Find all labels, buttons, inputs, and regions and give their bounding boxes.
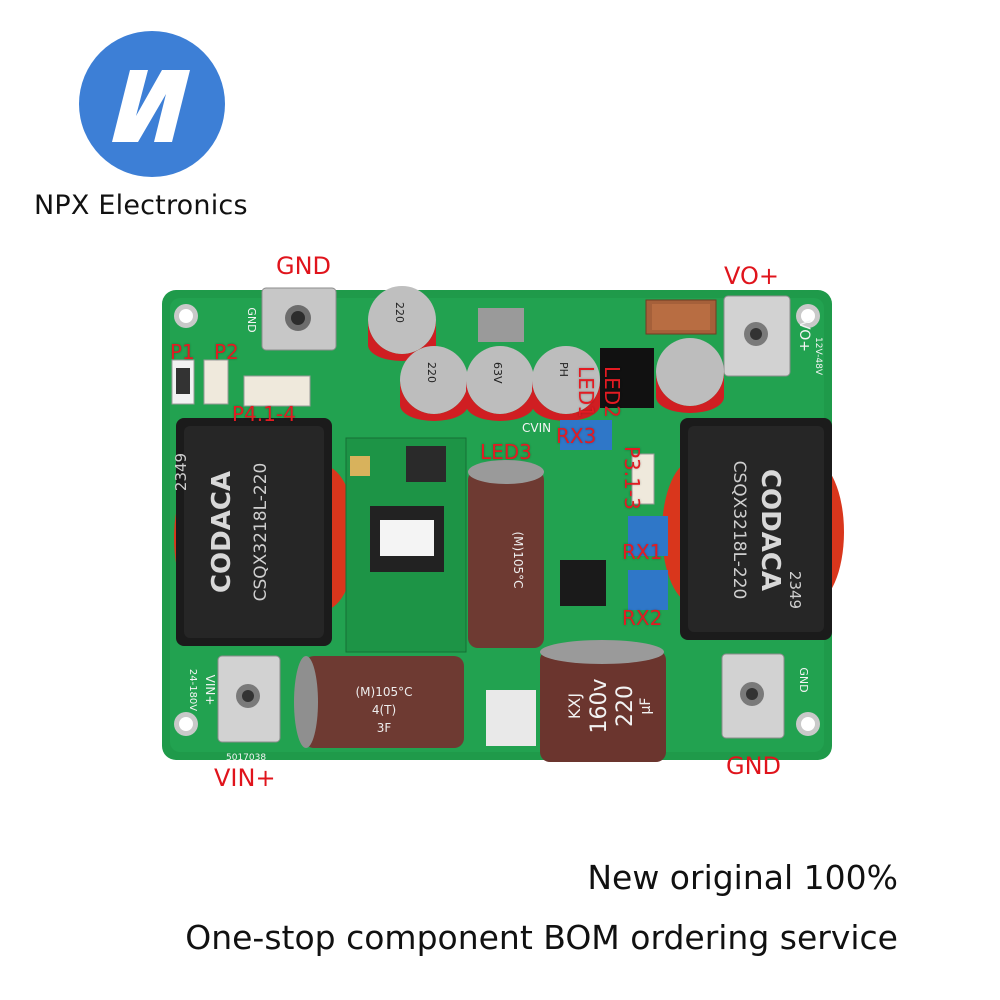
trimpot-rx2 [628, 570, 668, 610]
connector-p2 [203, 359, 229, 405]
cap-big-capacitance: 220 [613, 685, 638, 727]
silk-serial: 5017038 [226, 753, 266, 763]
silk-gnd-right: GND [797, 667, 810, 692]
label-gnd-bottom: GND [726, 752, 782, 780]
label-p3: P3.1-3 [620, 446, 644, 510]
label-led1: LED1 [574, 366, 598, 418]
tagline-bom-service: One-stop component BOM ordering service [185, 918, 898, 957]
capacitor-mid [468, 460, 544, 648]
npx-n-logo-icon [79, 31, 225, 177]
brand-name: NPX Electronics [34, 190, 248, 221]
capacitor-left-large [294, 656, 464, 748]
inductor-left-part: CSQX3218L-220 [251, 463, 271, 602]
connector-p4 [243, 375, 311, 407]
label-vo-plus: VO+ [724, 262, 779, 290]
cap-big-brand: KXJ [565, 693, 584, 719]
inductor-right [662, 418, 844, 640]
trimpot-rx1 [628, 516, 668, 556]
silk-cvin: CVIN [522, 421, 551, 435]
inductor-right-code: 2349 [786, 571, 804, 609]
label-rx2: RX2 [622, 606, 663, 630]
cap-value: 220 [425, 362, 438, 383]
silk-gnd: GND [245, 307, 258, 332]
inductor-left-brand: CODACA [207, 471, 237, 593]
inductor-left [174, 418, 356, 646]
label-p1: P1 [170, 340, 195, 364]
terminal-vin [217, 655, 281, 743]
terminal-vo [723, 295, 791, 377]
silk-vo-range: 12V-48V [813, 337, 823, 376]
brand-logo [78, 30, 226, 178]
small-capacitors [368, 286, 724, 421]
label-vin-plus: VIN+ [214, 764, 276, 792]
silk-vin: VIN+ [203, 675, 217, 706]
inductor-right-part: CSQX3218L-220 [729, 461, 749, 600]
cap-mid-line1: (M)105°C [511, 532, 525, 589]
tagline-original: New original 100% [587, 858, 898, 897]
capacitor-right-large [540, 640, 666, 762]
cap-series: PH [557, 362, 570, 377]
label-p4: P4.1-4 [232, 402, 296, 426]
silk-vo: VO+ [796, 320, 812, 352]
cap-left-line2: 4(T) [372, 703, 396, 717]
label-p2: P2 [214, 340, 239, 364]
cap-left-line1: (M)105°C [356, 685, 413, 699]
cap-value: 220 [393, 302, 406, 323]
cap-left-line3: 3F [377, 721, 392, 735]
cap-big-voltage: 160v [587, 678, 612, 733]
label-led2: LED2 [600, 366, 624, 418]
inductor-right-brand: CODACA [755, 469, 785, 591]
label-gnd-top: GND [276, 252, 332, 280]
connector-p3 [631, 453, 655, 505]
silk-vin-range: 24-180V [187, 669, 198, 711]
inductor-left-code: 2349 [172, 453, 190, 491]
trimpot-rx3 [560, 420, 612, 450]
label-rx3: RX3 [556, 424, 597, 448]
terminal-gnd-bottom [721, 653, 785, 739]
label-led3: LED3 [480, 440, 532, 464]
label-rx1: RX1 [622, 540, 663, 564]
terminal-gnd-top [261, 287, 337, 351]
cap-big-unit: µF [638, 698, 654, 715]
cap-voltage: 63V [491, 362, 504, 384]
